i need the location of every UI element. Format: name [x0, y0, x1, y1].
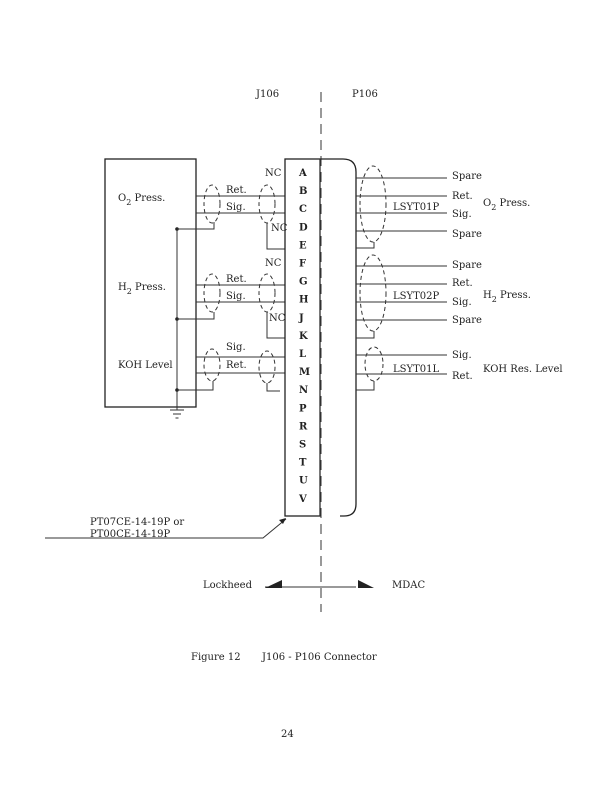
- lockheed-label: Lockheed: [203, 580, 253, 591]
- sensor-o2-press-label: O2 Press.: [118, 193, 165, 207]
- shield-icon: [359, 254, 387, 332]
- wire-label: Sig.: [452, 350, 472, 361]
- pin-u: U: [299, 476, 308, 487]
- page-number: 24: [281, 729, 294, 740]
- shield-drain-wire: [177, 381, 214, 391]
- pin-b: B: [299, 186, 307, 197]
- p106-label: P106: [352, 89, 378, 100]
- pin-e: E: [299, 240, 307, 251]
- sensor-id-lsyt01p: LSYT01P: [393, 202, 439, 213]
- shield-drain-wire: [356, 331, 375, 339]
- pin-f: F: [299, 259, 306, 270]
- sensor-id-lsyt02p: LSYT02P: [393, 291, 439, 302]
- wire-label: Sig.: [452, 209, 472, 220]
- shield-icon: [258, 350, 276, 384]
- shield-icon: [203, 273, 221, 313]
- wire-label: Spare: [452, 171, 482, 182]
- part-number-line1: PT07CE-14-19P or: [90, 517, 184, 528]
- pin-s: S: [299, 440, 306, 451]
- nc-label: NC: [265, 168, 282, 179]
- left-arrow-icon: [265, 580, 282, 588]
- shield-drain-wire: [266, 312, 285, 339]
- right-wiring: [356, 165, 447, 391]
- pin-j: J: [298, 313, 304, 324]
- ground-icon: [170, 409, 184, 419]
- wire-label: Ret.: [452, 371, 473, 382]
- shield-icon: [203, 184, 221, 224]
- wire-label: Spare: [452, 260, 482, 271]
- shield-drain-wire: [177, 222, 215, 230]
- pin-v: V: [298, 494, 307, 505]
- wire-label: Spare: [452, 229, 482, 240]
- shield-drain-wire: [177, 312, 215, 320]
- wire-label: Sig.: [226, 342, 246, 353]
- figure-title: J106 - P106 Connector: [261, 652, 377, 663]
- shield-icon: [203, 348, 221, 382]
- mdac-label: MDAC: [392, 580, 425, 591]
- right-arrow-icon: [358, 580, 374, 588]
- pin-m: M: [299, 367, 310, 378]
- shield-icon: [359, 165, 387, 243]
- shield-icon: [364, 346, 384, 382]
- wire-label: Spare: [452, 315, 482, 326]
- pin-p: P: [299, 403, 307, 414]
- pin-r: R: [299, 421, 308, 432]
- wire-label: Sig.: [226, 291, 246, 302]
- pin-k: K: [299, 331, 308, 342]
- wire-label: Sig.: [452, 297, 472, 308]
- shield-icon: [258, 184, 276, 224]
- shield-icon: [258, 273, 276, 313]
- wire-label: Ret.: [452, 191, 473, 202]
- shield-drain-wire: [356, 381, 375, 391]
- wire-label: Ret.: [226, 360, 247, 371]
- desc-koh-res-level: KOH Res. Level: [483, 364, 563, 375]
- pin-c: C: [299, 204, 307, 215]
- sensor-h2-press-label: H2 Press.: [118, 282, 166, 296]
- nc-label: NC: [269, 313, 286, 324]
- wire-label: Ret.: [452, 278, 473, 289]
- pin-n: N: [299, 385, 308, 396]
- pin-d: D: [299, 222, 308, 233]
- wire-label: Sig.: [226, 202, 246, 213]
- desc-o2-press: O2 Press.: [483, 198, 530, 212]
- pin-h: H: [299, 295, 308, 306]
- pin-g: G: [299, 277, 308, 288]
- callout-leader-line: [45, 518, 287, 539]
- j106-label: J106: [255, 89, 279, 100]
- wire-label: Ret.: [226, 274, 247, 285]
- shield-drain-wire: [266, 383, 280, 392]
- nc-label: NC: [271, 223, 288, 234]
- sensor-id-lsyt01l: LSYT01L: [393, 364, 439, 375]
- pin-l: L: [299, 349, 306, 360]
- pin-t: T: [299, 458, 307, 469]
- desc-h2-press: H2 Press.: [483, 290, 531, 304]
- arrow-head-icon: [279, 518, 286, 524]
- p106-plug: [321, 158, 357, 517]
- nc-label: NC: [265, 258, 282, 269]
- figure-number: Figure 12: [191, 652, 241, 663]
- sensor-box: [104, 158, 197, 408]
- sensor-koh-level-label: KOH Level: [118, 360, 173, 371]
- shield-drain-wire: [356, 242, 375, 249]
- wire-label: Ret.: [226, 185, 247, 196]
- shield-drain-wire: [266, 223, 285, 250]
- pin-a: A: [298, 168, 307, 179]
- part-number-line2: PT00CE-14-19P: [90, 529, 170, 540]
